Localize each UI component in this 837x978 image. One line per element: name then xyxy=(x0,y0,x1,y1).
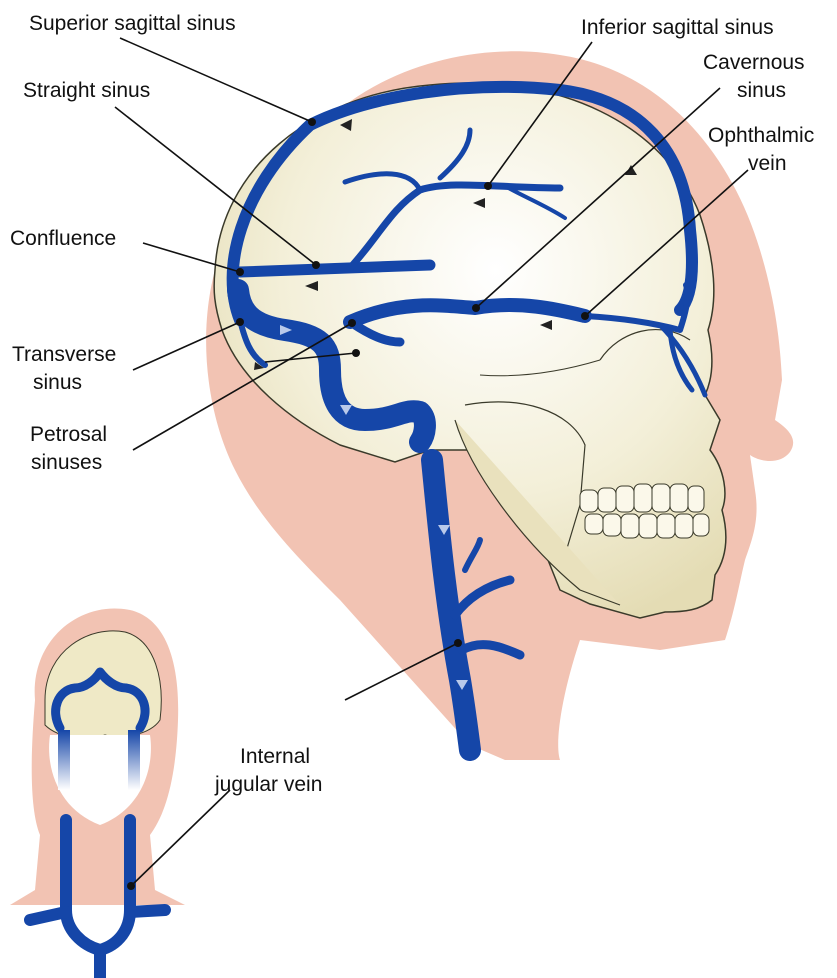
label-transverse-sinus-line1: Transverse xyxy=(12,343,116,366)
label-confluence: Confluence xyxy=(10,227,116,250)
label-petrosal-sinuses-line1: Petrosal xyxy=(30,423,107,446)
label-cavernous-sinus-line2: sinus xyxy=(737,79,786,102)
label-cavernous-sinus-line1: Cavernous xyxy=(703,51,805,74)
label-ophthalmic-vein-line1: Ophthalmic xyxy=(708,124,814,147)
front-view-head xyxy=(10,608,185,978)
straight-sinus-vessel xyxy=(240,265,430,272)
label-petrosal-sinuses-line2: sinuses xyxy=(31,451,102,474)
label-inferior-sagittal-sinus: Inferior sagittal sinus xyxy=(581,16,774,39)
label-transverse-sinus-line2: sinus xyxy=(33,371,82,394)
label-internal-jugular-vein-line2: jugular vein xyxy=(214,773,322,796)
label-straight-sinus: Straight sinus xyxy=(23,79,150,102)
label-ophthalmic-vein-line2: vein xyxy=(748,152,787,175)
label-superior-sagittal-sinus: Superior sagittal sinus xyxy=(29,12,236,35)
label-internal-jugular-vein-line1: Internal xyxy=(240,745,310,768)
